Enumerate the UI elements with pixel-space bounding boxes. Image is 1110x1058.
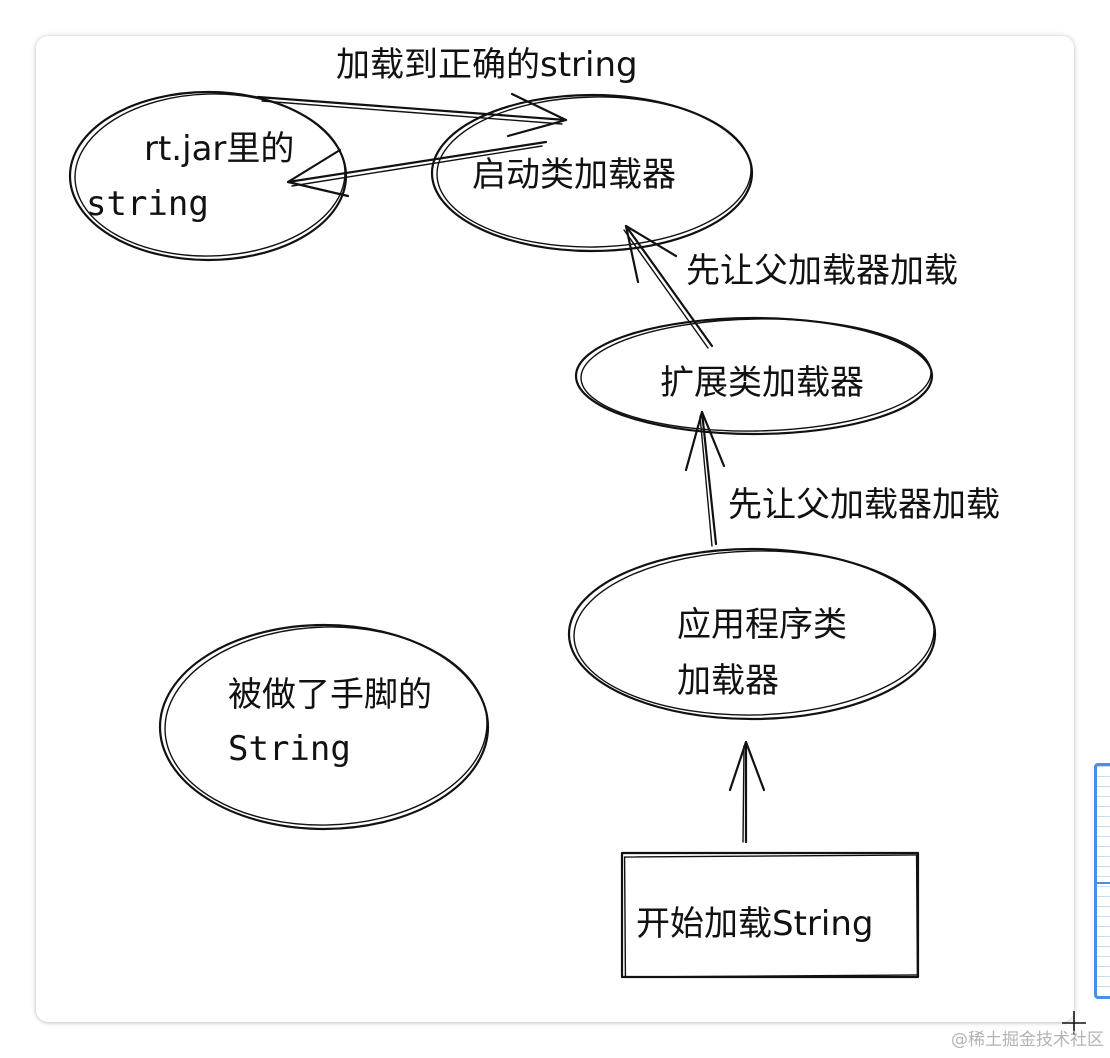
node-rtjar-label-line1: rt.jar里的	[144, 129, 294, 169]
node-extension[interactable]: 扩展类加载器	[574, 316, 934, 436]
node-bootstrap-shape	[430, 93, 754, 253]
node-start-label: 开始加载String	[636, 904, 873, 944]
node-application[interactable]: 应用程序类 加载器	[567, 547, 937, 721]
edge-ext-to-boot-line-sketch	[623, 229, 709, 349]
node-application-label-line1: 应用程序类	[677, 605, 847, 645]
node-extension-shape	[574, 316, 934, 436]
crosshair-cursor-icon	[1062, 1011, 1086, 1035]
selection-handle-panel[interactable]	[1094, 763, 1110, 999]
node-rtjar-shape	[68, 90, 348, 262]
canvas-card	[36, 36, 1074, 1022]
edge-start-to-app-line-sketch	[742, 745, 745, 843]
node-application-label-line2: 加载器	[677, 661, 779, 701]
edge-ext-to-boot-arrowhead	[624, 224, 678, 284]
node-tampered-shape-sketch	[164, 626, 488, 826]
edge-rtjar-to-boot-arrowhead	[506, 92, 568, 138]
edge-load-correct-label: 加载到正确的string	[336, 45, 638, 85]
node-bootstrap-label: 启动类加载器	[472, 155, 676, 195]
node-rtjar-shape-sketch	[74, 93, 346, 257]
node-rtjar[interactable]: rt.jar里的 string	[68, 90, 348, 262]
edge-app-to-ext-line	[700, 410, 718, 546]
edge-ext-to-boot-label: 先让父加载器加载	[686, 251, 958, 291]
node-bootstrap[interactable]: 启动类加载器	[430, 93, 754, 253]
edge-app-to-ext-line-sketch	[699, 415, 713, 547]
edge-boot-to-rtjar-line-sketch	[291, 145, 543, 187]
edge-ext-to-boot-line	[624, 224, 714, 348]
node-application-shape-sketch	[573, 550, 935, 716]
edge-rtjar-to-boot-line-sketch	[261, 100, 563, 125]
edge-ext-to-boot[interactable]: 先让父加载器加载	[623, 224, 958, 349]
edge-boot-to-rtjar-line	[286, 140, 548, 184]
edge-app-to-ext[interactable]: 先让父加载器加载	[684, 410, 1000, 547]
edge-app-to-ext-label: 先让父加载器加载	[728, 485, 1000, 525]
edge-start-to-app[interactable]	[728, 740, 766, 844]
edge-load-correct[interactable]: 加载到正确的string	[256, 45, 638, 198]
node-start[interactable]: 开始加载String	[620, 851, 920, 979]
node-extension-label: 扩展类加载器	[660, 363, 864, 403]
watermark: @稀土掘金技术社区	[951, 1030, 1104, 1050]
edge-boot-to-rtjar-arrowhead	[286, 148, 350, 198]
edge-rtjar-to-boot-line	[256, 95, 568, 122]
node-application-shape	[567, 547, 937, 721]
node-tampered-label-line2: String	[228, 729, 351, 769]
node-rtjar-label-line2: string	[86, 184, 209, 224]
edge-app-to-ext-arrowhead	[684, 410, 726, 472]
node-extension-shape-sketch	[580, 318, 932, 432]
node-tampered-label-line1: 被做了手脚的	[228, 675, 432, 715]
node-tampered-shape	[158, 623, 490, 831]
node-start-shape	[620, 851, 920, 979]
selection-handle-divider	[1097, 882, 1110, 884]
node-start-shape-sketch	[623, 854, 919, 978]
node-tampered[interactable]: 被做了手脚的 String	[158, 623, 490, 831]
edge-start-to-app-arrowhead	[728, 740, 766, 792]
node-bootstrap-shape-sketch	[436, 96, 752, 248]
